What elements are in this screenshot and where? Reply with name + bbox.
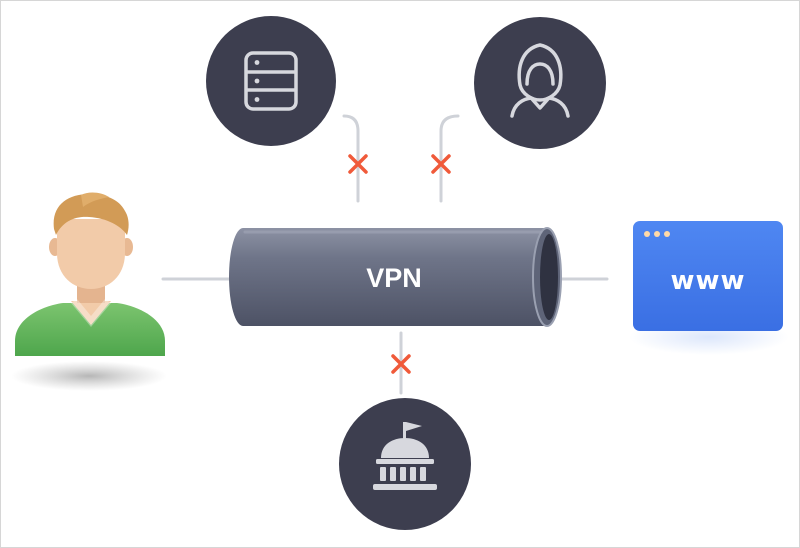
browser-window-icon xyxy=(633,221,783,331)
hacker-connector xyxy=(439,114,460,203)
blocked-marks xyxy=(348,154,451,374)
server-connector xyxy=(342,114,360,203)
hacker-node xyxy=(474,17,606,149)
vpn-label: VPN xyxy=(366,263,422,293)
user-node xyxy=(11,192,167,391)
government-blocked-icon xyxy=(391,354,411,374)
government-node xyxy=(339,398,471,530)
hacker-blocked-icon xyxy=(431,154,451,174)
website-node: www xyxy=(629,221,789,355)
government-building-icon xyxy=(373,422,437,490)
website-label: www xyxy=(670,266,745,296)
server-blocked-icon xyxy=(348,154,368,174)
vpn-tunnel: VPN xyxy=(229,227,562,327)
hooded-hacker-icon xyxy=(510,43,570,118)
database-server-node xyxy=(206,16,336,146)
user-avatar-icon xyxy=(15,192,165,356)
database-server-icon xyxy=(244,51,298,111)
